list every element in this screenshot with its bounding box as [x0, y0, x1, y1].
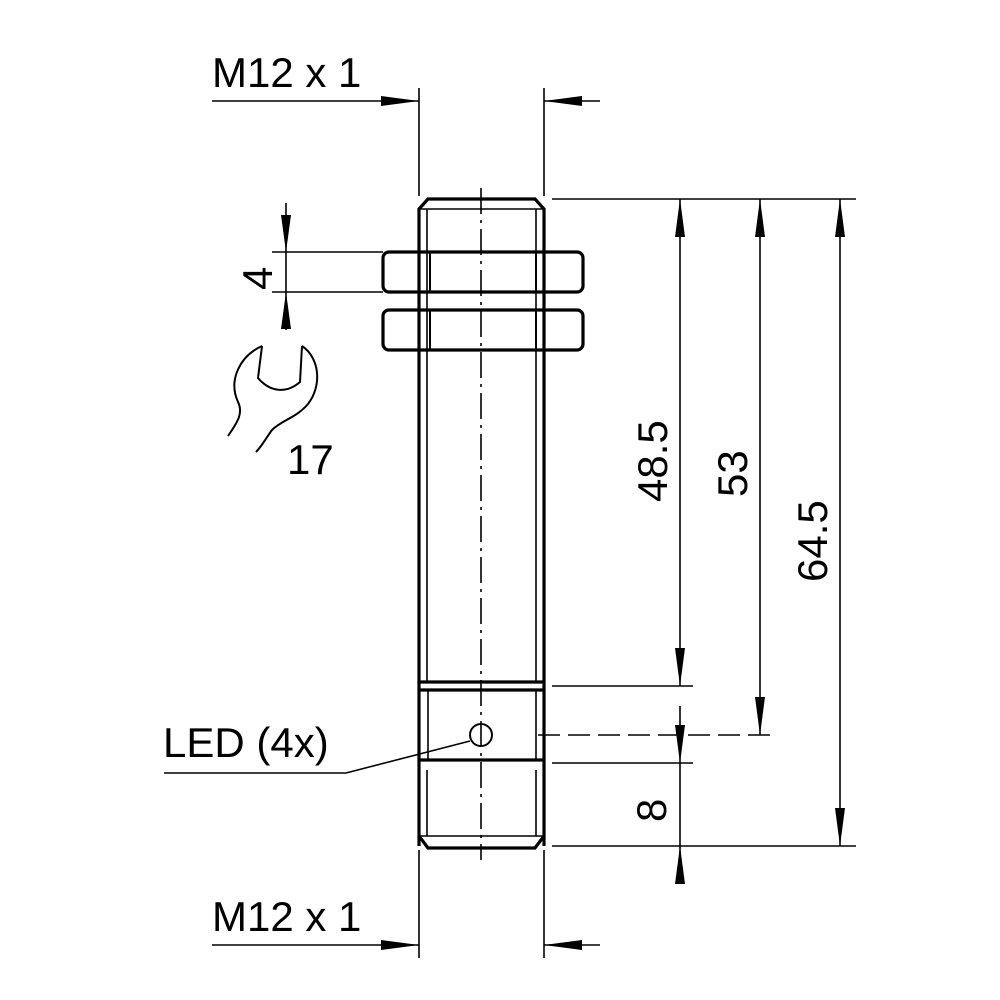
led-label: LED (4x)	[163, 719, 329, 766]
dim-48-5: 48.5	[629, 199, 685, 686]
thread-top-label: M12 x 1	[212, 49, 361, 96]
length-64-5-label: 64.5	[789, 500, 836, 582]
hex-nut-lower	[381, 308, 585, 352]
wrench-size-label: 17	[287, 436, 334, 483]
extension-lines	[538, 198, 856, 847]
length-8-label: 8	[628, 799, 675, 822]
sensor-body	[417, 188, 546, 860]
dim-53: 53	[709, 199, 765, 735]
nut-thickness-label: 4	[234, 267, 281, 290]
hex-nut-upper	[381, 250, 585, 294]
sensor-connector-outline	[417, 682, 546, 846]
dim-64-5: 64.5	[789, 199, 845, 846]
dim-nut-thickness: 4	[234, 203, 383, 330]
dim-8: 8	[628, 706, 685, 884]
length-53-label: 53	[709, 450, 756, 497]
led-callout: LED (4x)	[163, 719, 471, 774]
length-48-5-label: 48.5	[629, 420, 676, 502]
dim-thread-top: M12 x 1	[212, 49, 600, 196]
wrench-icon: 17	[227, 345, 334, 483]
dim-thread-bottom: M12 x 1	[212, 850, 600, 958]
thread-bottom-label: M12 x 1	[212, 893, 361, 940]
